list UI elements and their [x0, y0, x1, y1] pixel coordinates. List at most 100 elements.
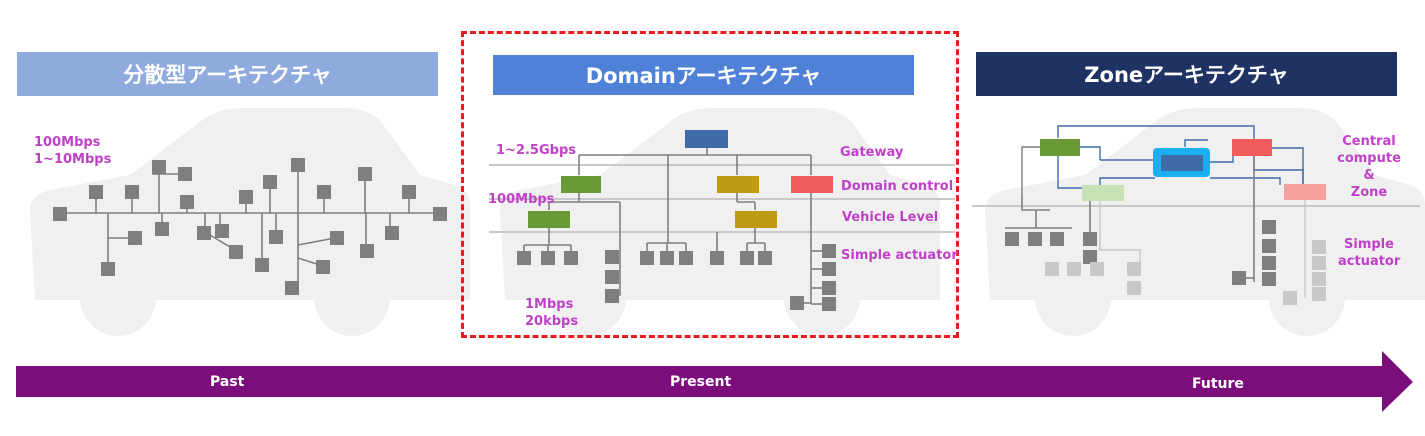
actuator-node — [1045, 262, 1059, 276]
actuator-node — [541, 251, 555, 265]
timeline-label-present: Present — [670, 374, 732, 390]
actuator-node — [1262, 272, 1276, 286]
actuator-node — [822, 244, 836, 258]
zone-simple-actuator-label: Simple actuator — [1338, 237, 1401, 269]
zone-link — [1099, 177, 1155, 185]
actuator-node — [1312, 256, 1326, 270]
header-domain-title: Domainアーキテクチャ — [585, 64, 822, 88]
header-zone-title: Zoneアーキテクチャ — [1084, 63, 1289, 87]
actuator-node — [679, 251, 693, 265]
domain-controller-red — [791, 176, 833, 193]
domain-100mbps-label: 100Mbps — [488, 192, 555, 207]
actuator-node — [1083, 232, 1097, 246]
ecu-node — [285, 281, 299, 295]
actuator-node — [1127, 262, 1141, 276]
ecu-node — [152, 160, 166, 174]
simple-actuator-layer-label: Simple actuator — [841, 248, 958, 263]
ecu-node — [125, 185, 139, 199]
actuator-node — [1262, 256, 1276, 270]
ecu-node — [239, 190, 253, 204]
ecu-node — [53, 207, 67, 221]
actuator-node — [822, 297, 836, 311]
actuator-node — [1127, 281, 1141, 295]
actuator-node — [1028, 232, 1042, 246]
actuator-node — [605, 270, 619, 284]
actuator-node — [822, 281, 836, 295]
network-topologies — [53, 125, 1420, 311]
actuator-node — [1005, 232, 1019, 246]
timeline-label-past: Past — [210, 374, 245, 390]
ecu-node — [316, 260, 330, 274]
ecu-node — [385, 226, 399, 240]
timeline-arrow — [16, 351, 1413, 412]
actuator-node — [1312, 272, 1326, 286]
actuator-node — [1262, 239, 1276, 253]
actuator-node — [1262, 220, 1276, 234]
zone-link — [1080, 146, 1101, 160]
ecu-node — [269, 230, 283, 244]
zone-link — [1057, 125, 1255, 139]
zone-ecu-light-red — [1284, 184, 1326, 200]
ecu-node — [360, 244, 374, 258]
zone-central-label: Central compute & Zone — [1337, 134, 1401, 200]
actuator-node — [1312, 240, 1326, 254]
gateway-ecu — [685, 130, 728, 148]
zone-link — [1057, 156, 1082, 189]
ecu-node — [197, 226, 211, 240]
car-wheel-rear — [1269, 260, 1345, 336]
ecu-node — [128, 231, 142, 245]
car-wheel-rear — [314, 260, 390, 336]
actuator-node — [517, 251, 531, 265]
actuator-node — [1090, 262, 1104, 276]
actuator-node — [822, 262, 836, 276]
ecu-node — [263, 175, 277, 189]
branch-line — [297, 237, 336, 246]
vehicle-ecu-green — [528, 211, 570, 228]
ecu-node — [358, 167, 372, 181]
header-distributed: 分散型アーキテクチャ — [17, 52, 438, 96]
zone-link — [1184, 139, 1208, 147]
vehicle-ecu-gold — [735, 211, 777, 228]
header-distributed-title: 分散型アーキテクチャ — [123, 63, 332, 87]
actuator-node — [640, 251, 654, 265]
actuator-node — [660, 251, 674, 265]
ecu-node — [89, 185, 103, 199]
domain-gbps-label: 1~2.5Gbps — [496, 143, 576, 158]
zone-ecu-green — [1040, 139, 1080, 156]
timeline-label-future: Future — [1192, 376, 1244, 392]
ecu-node — [101, 262, 115, 276]
actuator-node — [1083, 250, 1097, 264]
zone-link — [1099, 201, 1141, 262]
zone-ecu-red — [1232, 139, 1272, 156]
actuator-node — [740, 251, 754, 265]
actuator-node — [1067, 262, 1081, 276]
ecu-node — [433, 207, 447, 221]
actuator-node — [1050, 232, 1064, 246]
domain-low-speed-label: 1Mbps 20kbps — [525, 297, 579, 329]
actuator-node — [564, 251, 578, 265]
timeline-arrow-shape — [16, 351, 1413, 412]
zone-link — [1210, 177, 1281, 185]
actuator-node — [758, 251, 772, 265]
actuator-node — [1283, 291, 1297, 305]
ecu-node — [180, 195, 194, 209]
ecu-node — [229, 245, 243, 259]
ecu-node — [402, 185, 416, 199]
zone-ecu-light-green — [1082, 185, 1124, 201]
actuator-node — [605, 250, 619, 264]
ecu-node — [178, 167, 192, 181]
ecu-node — [317, 185, 331, 199]
ecu-node — [255, 258, 269, 272]
domain-control-layer-label: Domain control — [841, 179, 954, 194]
distributed-speed-label: 100Mbps 1~10Mbps — [34, 135, 112, 167]
domain-controller-green — [561, 176, 601, 193]
present-highlight-box — [461, 31, 959, 338]
central-compute-inner — [1161, 155, 1203, 171]
ecu-node — [330, 231, 344, 245]
actuator-node — [1312, 287, 1326, 301]
ecu-node — [215, 224, 229, 238]
car-wheel-front — [80, 260, 156, 336]
zone-link — [1021, 146, 1040, 196]
